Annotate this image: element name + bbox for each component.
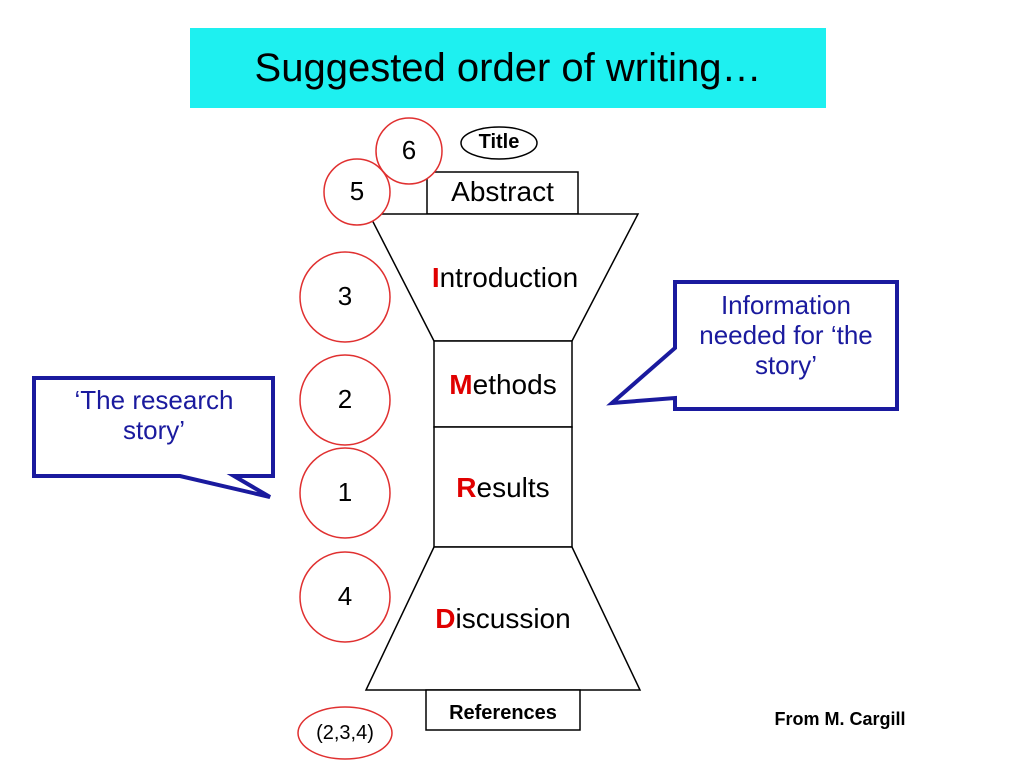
title-label: Title: [478, 131, 520, 153]
order-circle-introduction: [299, 251, 391, 343]
right-callout-text: Information needed for ‘the story’: [699, 290, 873, 380]
order-number-title: 6: [401, 135, 417, 166]
order-circle-discussion: [299, 551, 391, 643]
left-callout-shape: [32, 376, 275, 499]
credit-text: From M. Cargill: [774, 709, 906, 729]
abstract-label: Abstract: [451, 176, 554, 207]
methods-label: Methods: [434, 369, 572, 401]
results-rest: esults: [476, 472, 550, 503]
methods-initial: M: [449, 369, 473, 400]
title-ellipse: [460, 126, 538, 160]
order-ellipse-references: [297, 706, 393, 760]
references-label: References: [449, 702, 557, 724]
references-box: [425, 689, 581, 731]
order-number-methods: 2: [337, 384, 353, 415]
left-callout-text: ‘The research story’: [74, 385, 234, 445]
order-circle-title: [375, 117, 443, 185]
methods-rest: ethods: [472, 369, 557, 400]
order-number-references: (2,3,4): [316, 721, 374, 744]
discussion-funnel: [364, 546, 642, 691]
results-label: Results: [434, 472, 572, 504]
order-number-results: 1: [337, 477, 353, 508]
abstract-box: [426, 171, 579, 215]
slide-title: Suggested order of writing…: [190, 28, 826, 108]
order-number-introduction: 3: [337, 281, 353, 312]
slide-title-text: Suggested order of writing…: [254, 45, 762, 90]
order-circle-methods: [299, 354, 391, 446]
discussion-initial: D: [435, 603, 456, 634]
introduction-label: Introduction: [400, 262, 610, 294]
order-number-abstract: 5: [349, 176, 365, 207]
introduction-rest: ntroduction: [439, 262, 579, 293]
discussion-label: Discussion: [400, 603, 606, 635]
order-circle-results: [299, 447, 391, 539]
order-number-discussion: 4: [337, 581, 353, 612]
discussion-rest: iscussion: [455, 603, 571, 634]
order-circle-abstract: [323, 158, 391, 226]
introduction-initial: I: [431, 262, 440, 293]
results-initial: R: [456, 472, 477, 503]
right-callout-shape: [606, 280, 899, 411]
